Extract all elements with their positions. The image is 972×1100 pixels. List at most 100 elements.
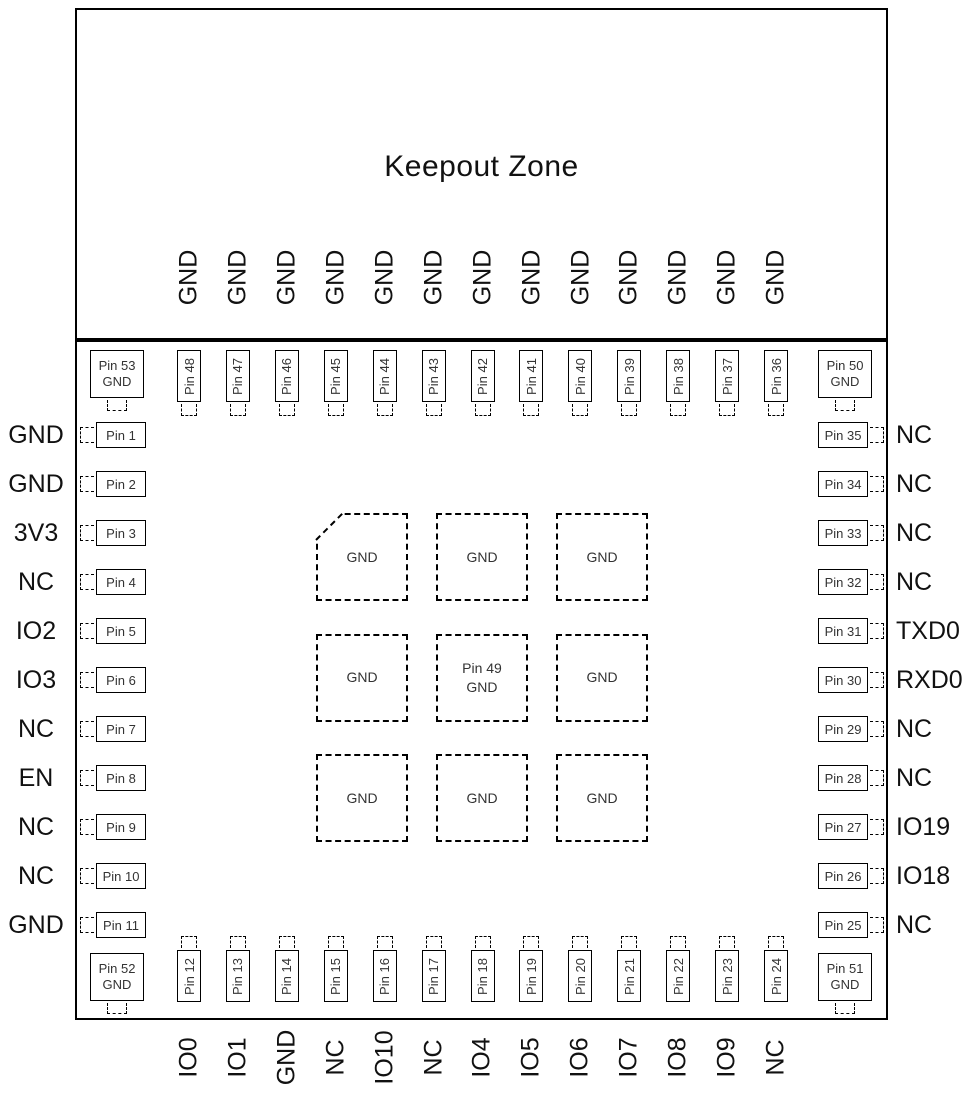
pin-box: Pin 13 (225, 950, 250, 1002)
pin-box: Pin 46 (274, 350, 299, 402)
thermal-pad-outline (316, 513, 408, 601)
pin-box: Pin 2 (96, 471, 146, 497)
corner-pin-bottom-left: Pin 52 GND (90, 953, 144, 1001)
pin-box: Pin 36 (764, 350, 789, 402)
pad-edge-dashed (719, 404, 736, 416)
pin-box: Pin 3 (96, 520, 146, 546)
pin-box: Pin 44 (372, 350, 397, 402)
pin-box: Pin 43 (421, 350, 446, 402)
pad-edge-dashed (870, 574, 884, 590)
pad-edge-dashed (870, 868, 884, 884)
pin-box: Pin 7 (96, 716, 146, 742)
thermal-pad: GND (316, 633, 408, 722)
pin-box: Pin 37 (715, 350, 740, 402)
pin-box: Pin 38 (666, 350, 691, 402)
net-label-left: 3V3 (13, 519, 59, 547)
pad-edge-dashed (80, 476, 94, 492)
thermal-pad: GND (556, 633, 648, 722)
net-label-left: IO2 (15, 617, 57, 645)
thermal-pad-outline (316, 754, 408, 842)
pin-box: Pin 26 (818, 863, 868, 889)
pin-number: Pin 50 (826, 357, 864, 373)
net-label-bottom: NC (761, 1038, 790, 1076)
pad-edge-dashed (474, 404, 491, 416)
pin-box: Pin 48 (177, 350, 201, 402)
pin-number: Pin 52 (98, 960, 136, 976)
pad-edge-dashed (229, 936, 246, 948)
pin-box: Pin 6 (96, 667, 146, 693)
pad-label: GND (466, 548, 498, 565)
pad-edge-dashed (278, 404, 295, 416)
pin-box: Pin 17 (421, 950, 446, 1002)
net-label-left: GND (8, 470, 64, 498)
pad-edge-dashed (670, 404, 687, 416)
pin-box: Pin 23 (715, 950, 740, 1002)
pad-edge-dashed (621, 404, 638, 416)
thermal-pad-outline (316, 633, 408, 722)
net-label-right: IO19 (896, 813, 951, 841)
pin-box: Pin 39 (617, 350, 642, 402)
thermal-pad: GND (315, 513, 408, 601)
net-label-left: NC (17, 568, 55, 596)
net-label-left: IO3 (15, 666, 57, 694)
pad-edge-dashed (376, 936, 393, 948)
net-label-right: NC (896, 911, 933, 939)
pad-edge-dashed (670, 936, 687, 948)
pin-box: Pin 4 (96, 569, 146, 595)
thermal-pad-outline (436, 633, 528, 722)
thermal-pad-outline (556, 633, 648, 722)
pin-box: Pin 29 (818, 716, 868, 742)
pin-net: GND (102, 977, 132, 992)
pad-edge-dashed (870, 721, 884, 737)
pad-edge-dashed (870, 819, 884, 835)
pad-edge-dashed (278, 936, 295, 948)
pin-box: Pin 21 (617, 950, 642, 1002)
pin-box: Pin 41 (519, 350, 544, 402)
keepout-zone-title: Keepout Zone (384, 150, 579, 183)
pad-edge-dashed (835, 1003, 855, 1014)
pad-edge-dashed (327, 404, 344, 416)
pad-edge-dashed (181, 936, 197, 948)
pin-box: Pin 10 (96, 863, 146, 889)
pin-number: Pin 51 (826, 960, 864, 976)
pin-box: Pin 15 (323, 950, 348, 1002)
pin-box: Pin 8 (96, 765, 146, 791)
pad-edge-dashed (425, 404, 442, 416)
pad-edge-dashed (327, 936, 344, 948)
pin-box: Pin 31 (818, 618, 868, 644)
pin-box: Pin 30 (818, 667, 868, 693)
pad-edge-dashed (80, 672, 94, 688)
pad-edge-dashed (80, 623, 94, 639)
pin-box: Pin 45 (323, 350, 348, 402)
pad-edge-dashed (107, 400, 127, 411)
pad-edge-dashed (80, 917, 94, 933)
pin-box: Pin 1 (96, 422, 146, 448)
pad-edge-dashed (474, 936, 491, 948)
pad-label: GND (586, 669, 618, 686)
net-label-left: NC (17, 715, 55, 743)
pin-box: Pin 14 (274, 950, 299, 1002)
pin-box: Pin 22 (666, 950, 691, 1002)
pad-edge-dashed (80, 525, 94, 541)
pad-edge-dashed (870, 427, 884, 443)
pad-edge-dashed (835, 400, 855, 411)
corner-pin-bottom-right: Pin 51 GND (818, 953, 872, 1001)
pin-box: Pin 11 (96, 912, 146, 938)
corner-pin-top-left: Pin 53 GND (90, 350, 144, 398)
thermal-pad-outline (556, 754, 648, 842)
net-label-top: GND (761, 249, 790, 305)
pin-box: Pin 35 (818, 422, 868, 448)
net-label-right: RXD0 (896, 666, 963, 694)
thermal-pad-outline (556, 513, 648, 601)
net-label-right: NC (896, 764, 933, 792)
thermal-pad: GND (556, 513, 648, 601)
pin-box: Pin 27 (818, 814, 868, 840)
pad-label: GND (586, 548, 618, 565)
pin-box: Pin 40 (568, 350, 593, 402)
pad-edge-dashed (107, 1003, 127, 1014)
pad-edge-dashed (870, 525, 884, 541)
net-label-left: GND (8, 421, 64, 449)
pin-box: Pin 9 (96, 814, 146, 840)
pad-edge-dashed (621, 936, 638, 948)
